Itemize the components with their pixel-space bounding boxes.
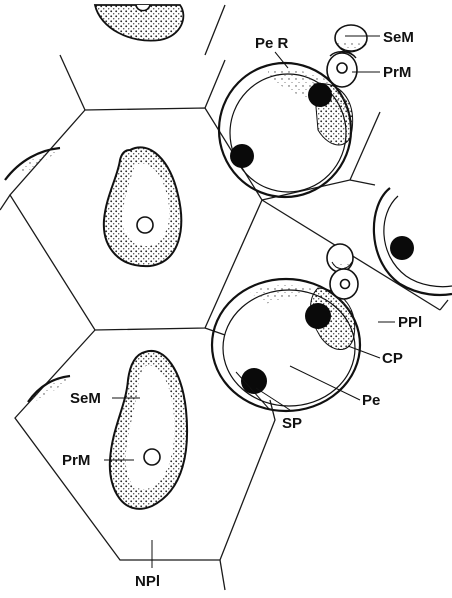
left-arc-mid (5, 148, 60, 180)
lower-nucleus (110, 351, 187, 509)
cell-walls (0, 5, 448, 590)
label-pe: Pe (362, 392, 380, 409)
lower-pe-cell (212, 244, 360, 411)
right-partial-cell (374, 188, 452, 295)
label-cp: CP (382, 350, 403, 367)
label-sp: SP (282, 415, 302, 432)
upper-pe-ring (219, 25, 367, 197)
label-prm-left: PrM (62, 452, 90, 469)
label-pe-ring: Pe R (255, 35, 289, 52)
labels: Pe R SeM PrM PPl CP Pe SP SeM PrM NPl (62, 29, 422, 590)
middle-nucleus (104, 147, 181, 266)
label-npl: NPl (135, 573, 160, 590)
top-nucleus (95, 5, 183, 41)
label-sem-left: SeM (70, 390, 101, 407)
label-prm-top: PrM (383, 64, 411, 81)
label-ppl: PPl (398, 314, 422, 331)
label-sem-top: SeM (383, 29, 414, 46)
